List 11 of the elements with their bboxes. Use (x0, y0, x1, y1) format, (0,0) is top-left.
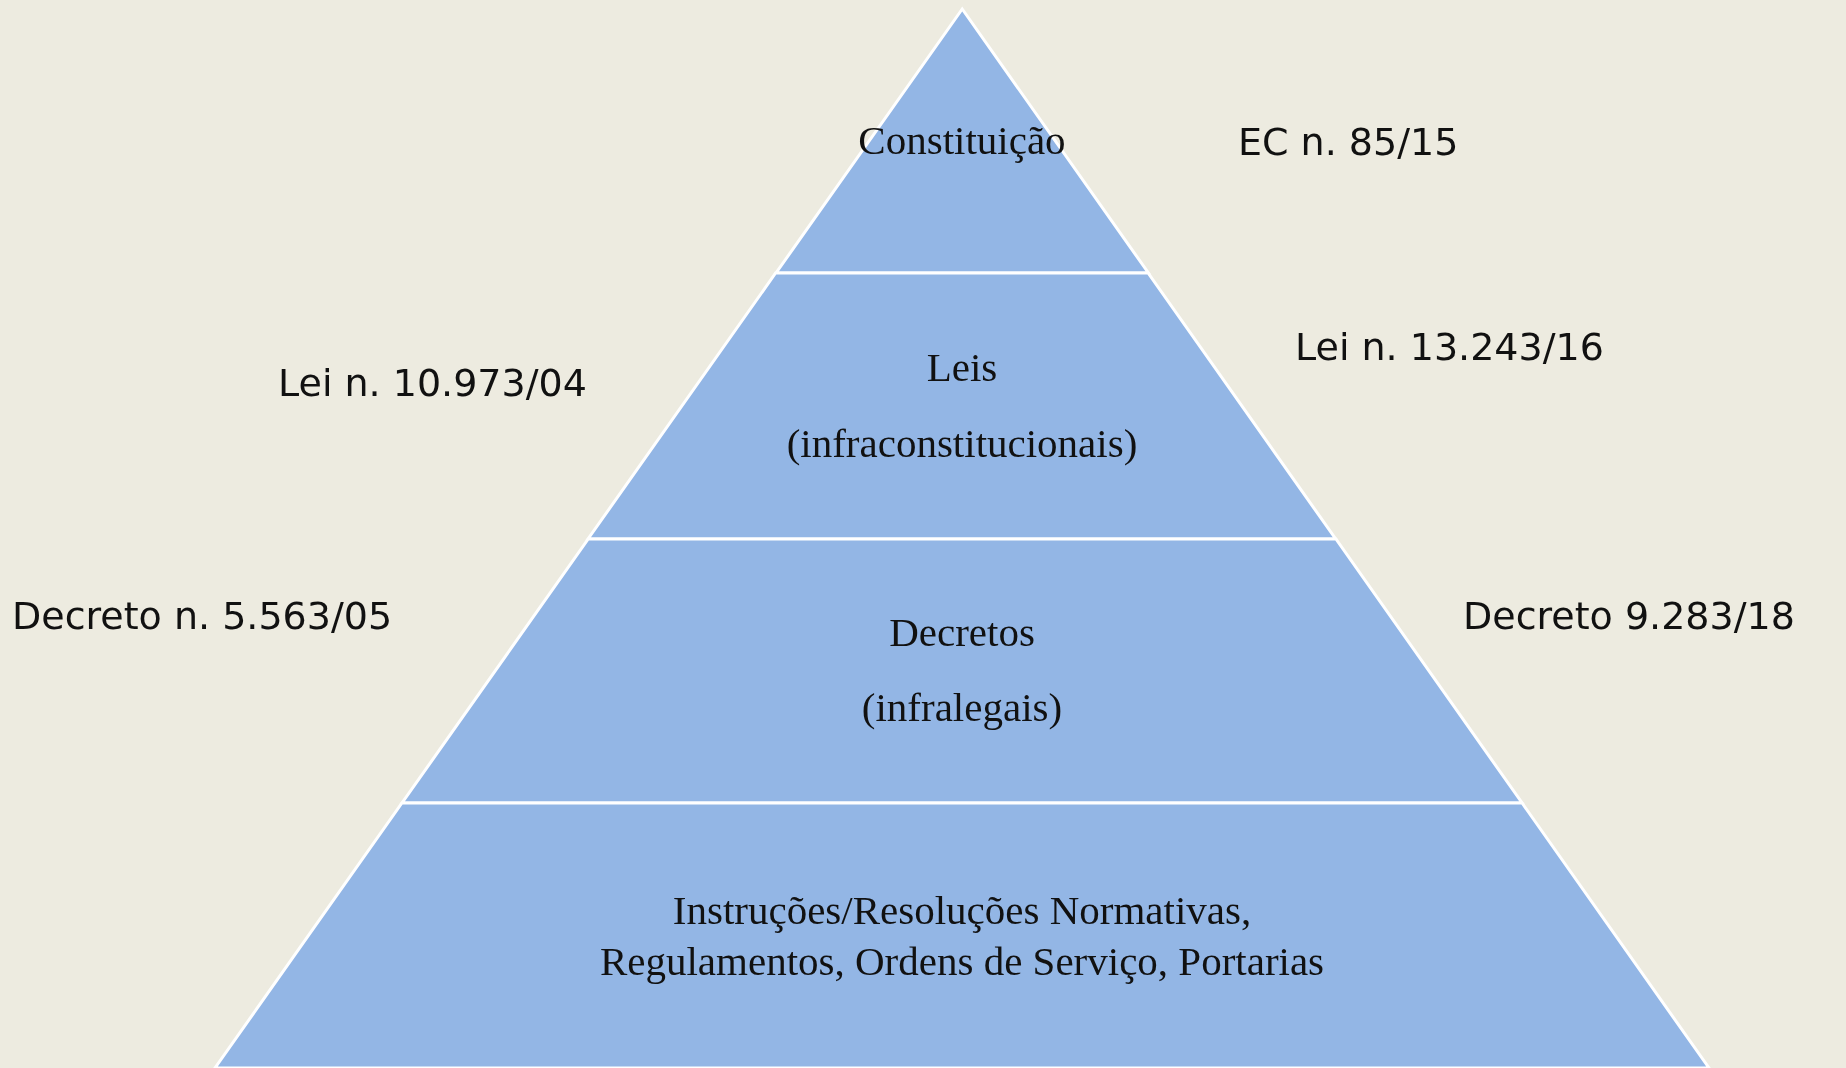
tier-label: Leis (926, 343, 998, 393)
tier-label: Instruções/Resoluções Normativas, Regulamentos, Ordens de Serviço, Portarias (598, 885, 1326, 986)
law-reference: Decreto 9.283/18 (1463, 594, 1795, 638)
tier-label: Decretos (889, 608, 1035, 658)
tier-label: Constituição (858, 116, 1066, 166)
tier-label: (infralegais) (861, 683, 1063, 733)
tier-label: (infraconstitucionais) (786, 419, 1138, 469)
law-reference: Lei n. 13.243/16 (1295, 325, 1604, 369)
law-reference: Decreto n. 5.563/05 (12, 594, 393, 638)
law-reference: EC n. 85/15 (1238, 120, 1459, 164)
law-reference: Lei n. 10.973/04 (278, 361, 587, 405)
